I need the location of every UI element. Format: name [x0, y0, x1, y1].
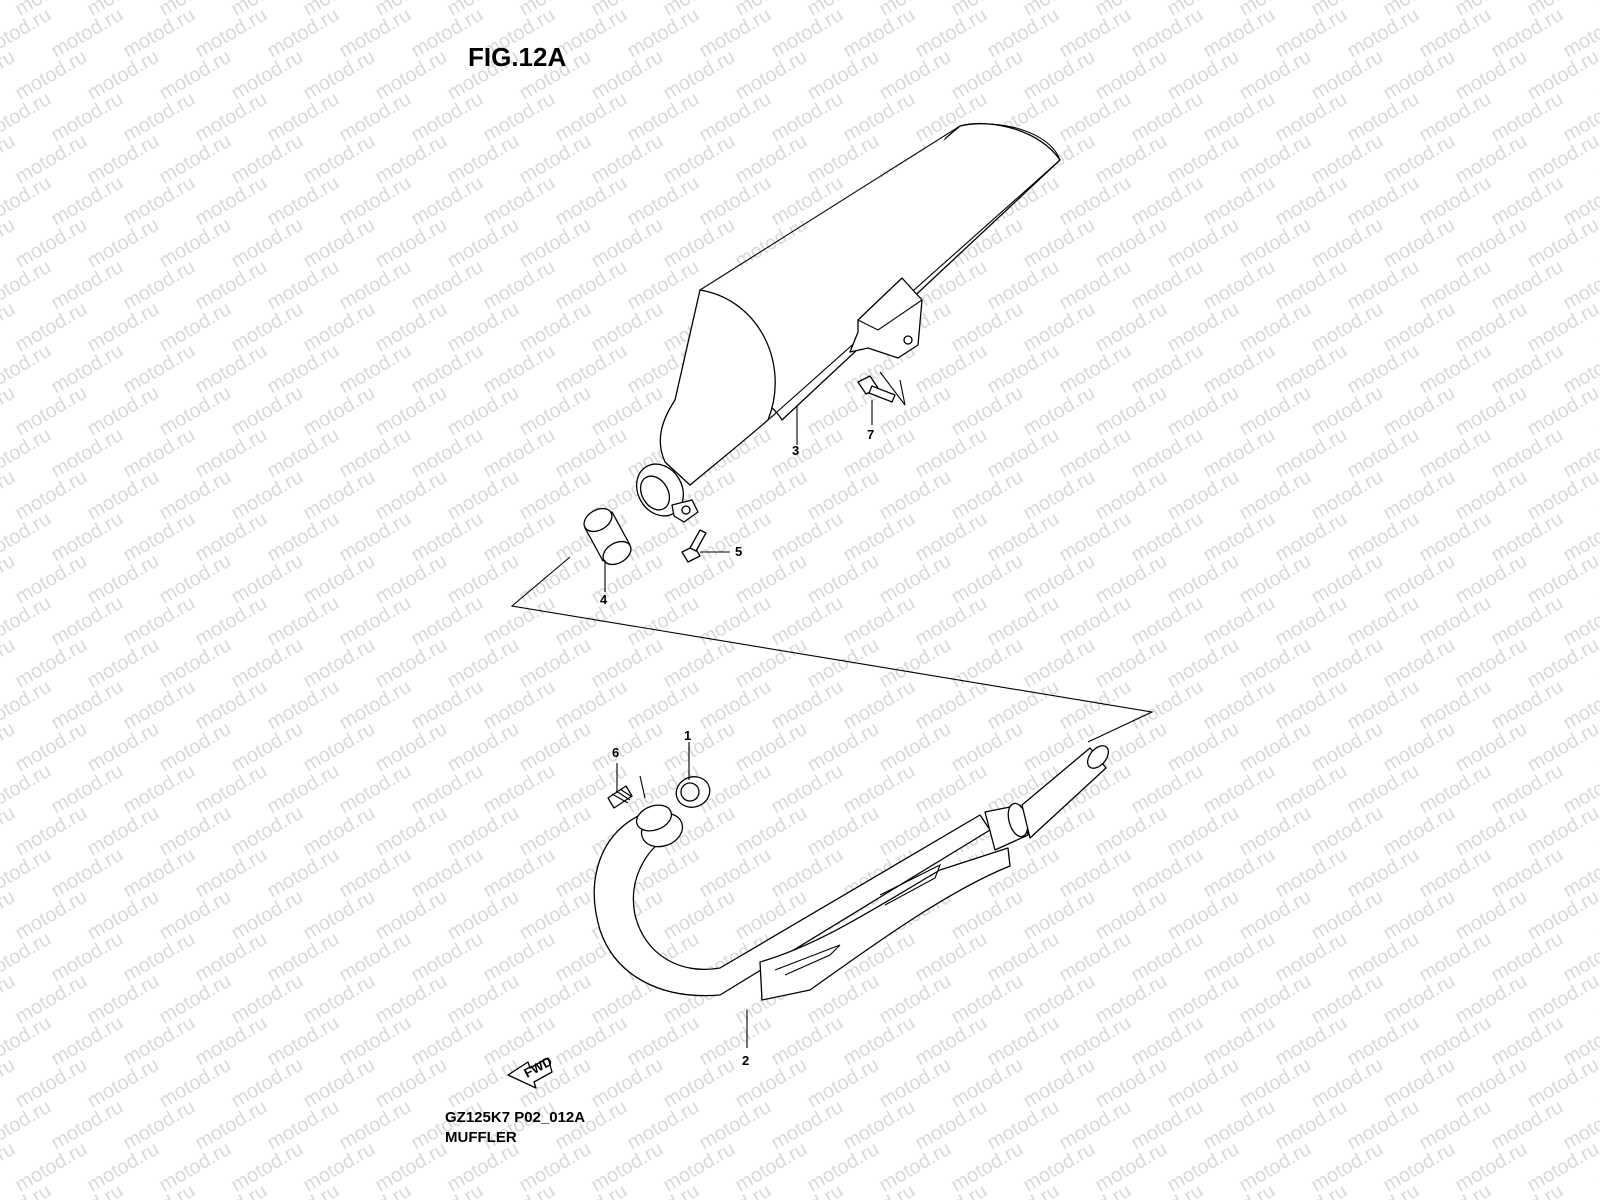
- figure-title: FIG.12A: [468, 42, 567, 72]
- callout-1: 1: [684, 728, 691, 743]
- callout-4: 4: [600, 592, 608, 607]
- connector-sleeve-icon: [583, 507, 632, 566]
- figure-name: MUFFLER: [445, 1129, 517, 1146]
- muffler-icon: [635, 122, 1061, 523]
- callout-6: 6: [612, 745, 619, 760]
- callout-labels: 1 2 3 4 5 6 7: [600, 427, 874, 1068]
- leader-lines: [604, 400, 873, 1048]
- assembly-guide-line: [510, 556, 1154, 743]
- callout-7: 7: [867, 427, 874, 442]
- callout-3: 3: [792, 443, 799, 458]
- callout-5: 5: [735, 544, 742, 559]
- clamp-bolt-icon: [681, 529, 707, 563]
- callout-2: 2: [742, 1053, 749, 1068]
- fwd-arrow-icon: FWD: [507, 1054, 555, 1089]
- mounting-bolt-icon: [857, 371, 906, 406]
- gasket-ring-icon: [675, 776, 711, 808]
- exhaust-pipe-icon: [593, 745, 1110, 1001]
- figure-code: GZ125K7 P02_012A: [445, 1109, 586, 1126]
- stud-bolt-icon: [607, 775, 646, 809]
